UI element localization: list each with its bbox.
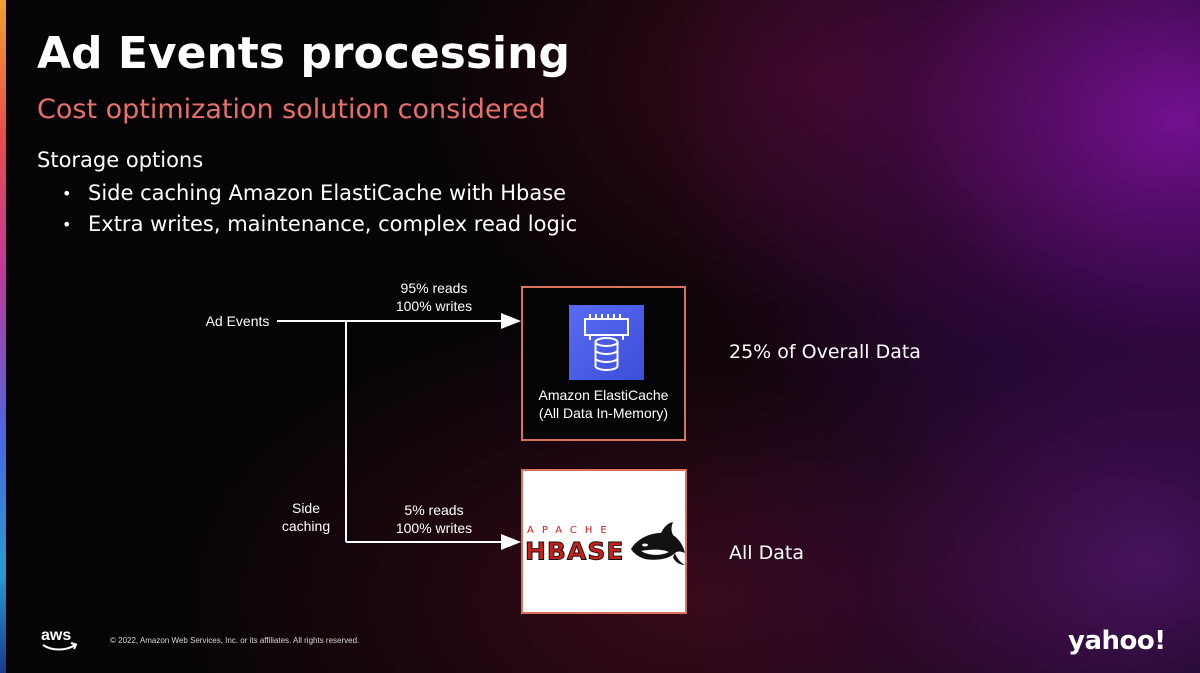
elasticache-note: (All Data In-Memory)	[538, 405, 669, 421]
elasticache-caption: Amazon ElastiCache (All Data In-Memory)	[523, 386, 684, 422]
hbase-share-label: All Data	[729, 542, 804, 564]
edge-label-top: 95% reads 100% writes	[370, 279, 498, 315]
node-elasticache: Amazon ElastiCache (All Data In-Memory)	[521, 286, 686, 441]
edge-label-line: 5% reads	[404, 502, 464, 518]
hbase-logo-text: HBASE	[524, 537, 625, 566]
side-caching-line: Side	[291, 500, 321, 516]
side-caching-label: Side caching	[266, 499, 346, 535]
elasticache-share-label: 25% of Overall Data	[729, 341, 921, 363]
edge-label-line: 100% writes	[395, 298, 473, 314]
node-hbase: APACHE HBASE	[521, 469, 687, 614]
edge-label-line: 95% reads	[400, 280, 468, 296]
bullet-list: Side caching Amazon ElastiCache with Hba…	[62, 178, 577, 240]
edge-label-bottom: 5% reads 100% writes	[370, 501, 498, 537]
node-ad-events: Ad Events	[205, 313, 270, 329]
elasticache-icon	[569, 305, 644, 380]
slide-subtitle: Cost optimization solution considered	[37, 94, 546, 125]
edge-label-line: 100% writes	[395, 520, 473, 536]
elasticache-name: Amazon ElastiCache	[538, 387, 669, 403]
yahoo-logo: yahoo!	[1068, 626, 1166, 656]
left-accent-bar	[0, 0, 6, 673]
aws-logo-icon: aws	[41, 627, 78, 651]
hbase-apache-text: APACHE	[527, 525, 615, 536]
aws-logo-text: aws	[41, 627, 71, 644]
copyright-notice: © 2022, Amazon Web Services, Inc. or its…	[110, 636, 360, 645]
storage-options-heading: Storage options	[37, 148, 204, 172]
side-caching-line: caching	[281, 518, 331, 534]
bullet-item: Extra writes, maintenance, complex read …	[62, 209, 577, 240]
bullet-item: Side caching Amazon ElastiCache with Hba…	[62, 178, 577, 209]
slide-title: Ad Events processing	[37, 28, 570, 79]
hbase-orca-icon	[631, 522, 685, 565]
